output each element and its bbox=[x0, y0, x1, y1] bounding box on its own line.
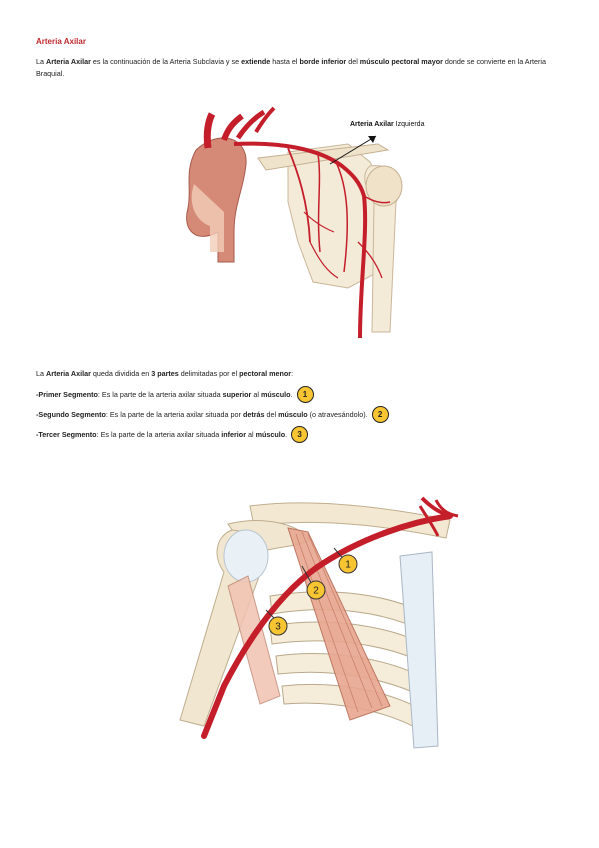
segment-marker bbox=[338, 554, 358, 574]
intro-paragraph: La Arteria Axilar es la continuación de … bbox=[36, 57, 546, 78]
division-paragraph: La Arteria Axilar queda dividida en 3 pa… bbox=[36, 369, 294, 378]
segment-badge: 2 bbox=[371, 406, 389, 423]
svg-text:3: 3 bbox=[275, 622, 281, 633]
svg-text:1: 1 bbox=[345, 560, 351, 571]
segment-item: -Segundo Segmento: Es la parte de la art… bbox=[36, 406, 389, 423]
segment-badge: 1 bbox=[296, 386, 314, 403]
segment-marker bbox=[306, 580, 326, 600]
artery-label: Arteria Axilar Izquierda bbox=[350, 121, 425, 128]
axillary-artery-illustration: Arteria Axilar Izquierda bbox=[186, 106, 425, 338]
page-title: Arteria Axilar bbox=[36, 37, 86, 46]
segment-item: -Primer Segmento: Es la parte de la arte… bbox=[36, 386, 314, 403]
segment-badge: 3 bbox=[291, 426, 309, 443]
axillary-segments-illustration: 1 2 3 bbox=[179, 496, 459, 749]
segment-item: -Tercer Segmento: Es la parte de la arte… bbox=[36, 426, 309, 443]
svg-text:2: 2 bbox=[313, 586, 319, 597]
segment-marker bbox=[268, 616, 288, 636]
